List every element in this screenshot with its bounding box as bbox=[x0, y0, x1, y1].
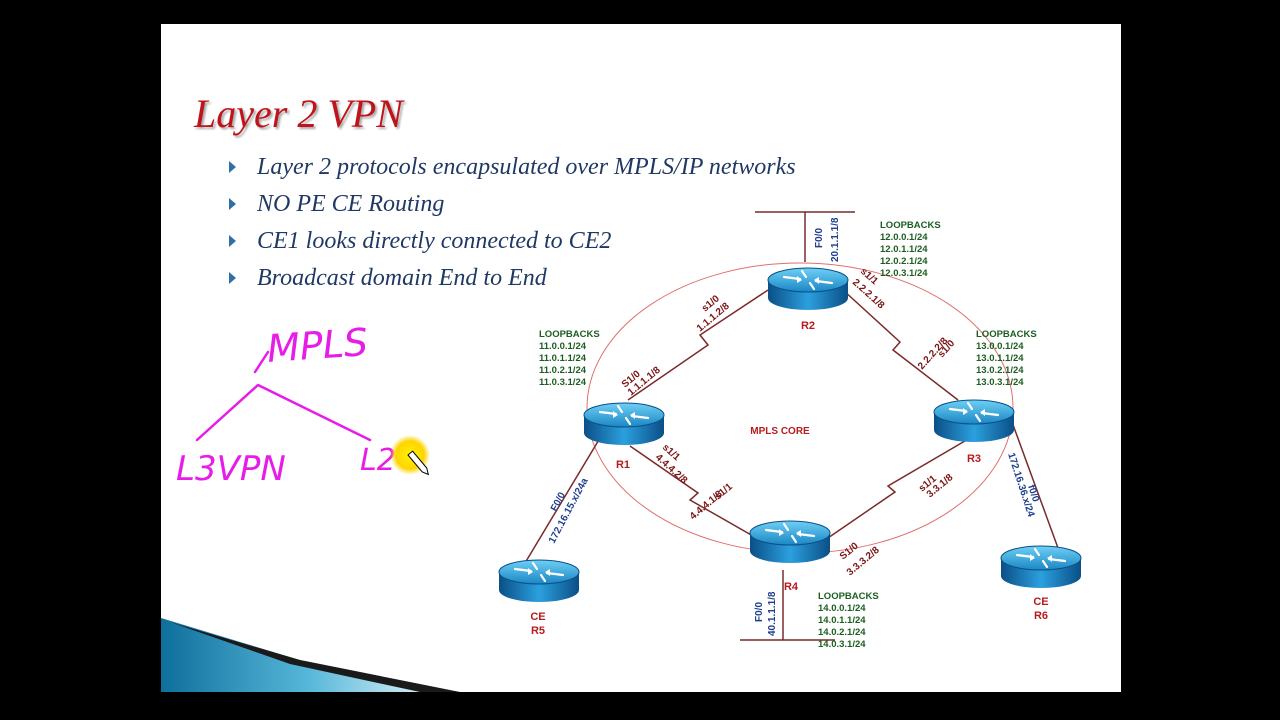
loopback-entry: 12.0.0.1/24 bbox=[880, 232, 928, 243]
router-label: R2 bbox=[801, 320, 815, 332]
loopback-entry: 13.0.2.1/24 bbox=[976, 365, 1024, 376]
loopback-heading: LOOPBACKS bbox=[818, 591, 879, 602]
router-label: R5 bbox=[531, 625, 545, 637]
loopbacks-r4: LOOPBACKS 14.0.0.1/24 14.0.1.1/24 14.0.2… bbox=[818, 591, 879, 650]
bullet-text: Layer 2 protocols encapsulated over MPLS… bbox=[257, 154, 796, 180]
router-label: R4 bbox=[784, 581, 799, 593]
loopbacks-r1: LOOPBACKS 11.0.0.1/24 11.0.1.1/24 11.0.2… bbox=[539, 329, 600, 388]
loopback-entry: 14.0.3.1/24 bbox=[818, 639, 866, 650]
ip-label: 40.1.1.1/8 bbox=[767, 591, 778, 636]
mpls-core-label: MPLS CORE bbox=[750, 426, 810, 437]
loopback-entry: 13.0.1.1/24 bbox=[976, 353, 1024, 364]
router-r6-icon bbox=[999, 544, 1083, 590]
bullet-arrow-icon bbox=[229, 198, 236, 210]
slide: Layer 2 VPN Layer 2 protocols encapsulat… bbox=[161, 24, 1121, 692]
loopback-entry: 13.0.3.1/24 bbox=[976, 377, 1024, 388]
loopback-heading: LOOPBACKS bbox=[976, 329, 1037, 340]
bullet-item: NO PE CE Routing bbox=[229, 189, 796, 226]
loopback-entry: 14.0.1.1/24 bbox=[818, 615, 866, 626]
pen-tree-stem bbox=[253, 350, 270, 374]
bullet-item: CE1 looks directly connected to CE2 bbox=[229, 226, 796, 263]
router-r3-icon bbox=[932, 398, 1016, 444]
pen-tree-lines bbox=[195, 383, 372, 442]
loopback-entry: 11.0.2.1/24 bbox=[539, 365, 587, 376]
interface-label: F0/0 bbox=[814, 228, 825, 248]
link-r3-r6 bbox=[1011, 421, 1059, 549]
bullet-text: CE1 looks directly connected to CE2 bbox=[257, 228, 612, 254]
router-label: R6 bbox=[1034, 610, 1048, 622]
cursor-pen-icon bbox=[407, 450, 430, 476]
loopback-heading: LOOPBACKS bbox=[880, 220, 941, 231]
pen-text-l3vpn: L3VPN bbox=[176, 449, 286, 489]
router-r5-icon bbox=[497, 558, 581, 604]
router-label: R3 bbox=[967, 453, 981, 465]
loopback-entry: 11.0.3.1/24 bbox=[539, 377, 587, 388]
loopbacks-r2: LOOPBACKS 12.0.0.1/24 12.0.1.1/24 12.0.2… bbox=[880, 220, 941, 279]
loopbacks-r3: LOOPBACKS 13.0.0.1/24 13.0.1.1/24 13.0.2… bbox=[976, 329, 1037, 388]
loopback-entry: 13.0.0.1/24 bbox=[976, 341, 1024, 352]
router-role-label: CE bbox=[1033, 596, 1048, 608]
loopback-entry: 12.0.3.1/24 bbox=[880, 268, 928, 279]
slide-decoration bbox=[161, 618, 460, 692]
slide-title: Layer 2 VPN bbox=[194, 91, 403, 136]
bullet-item: Layer 2 protocols encapsulated over MPLS… bbox=[229, 152, 796, 189]
loopback-entry: 14.0.0.1/24 bbox=[818, 603, 866, 614]
bullet-text: NO PE CE Routing bbox=[257, 191, 445, 217]
router-r1-icon bbox=[582, 401, 666, 447]
router-r2-icon bbox=[766, 266, 850, 312]
loopback-entry: 12.0.1.1/24 bbox=[880, 244, 928, 255]
bullet-arrow-icon bbox=[229, 161, 236, 173]
link-r1-r4 bbox=[629, 445, 761, 541]
interface-label: f0/0 bbox=[1025, 484, 1041, 504]
ip-label: 20.1.1.1/8 bbox=[830, 217, 841, 262]
bullet-text: Broadcast domain End to End bbox=[257, 265, 547, 291]
link-r1-r5 bbox=[521, 437, 601, 569]
router-role-label: CE bbox=[530, 611, 545, 623]
bullet-list: Layer 2 protocols encapsulated over MPLS… bbox=[229, 152, 796, 300]
bullet-arrow-icon bbox=[229, 235, 236, 247]
router-label: R1 bbox=[616, 459, 630, 471]
pen-text-l2: L2 bbox=[360, 443, 396, 478]
pen-annotations bbox=[195, 350, 372, 442]
loopback-heading: LOOPBACKS bbox=[539, 329, 600, 340]
video-bottom-bar bbox=[0, 692, 1280, 720]
bullet-arrow-icon bbox=[229, 272, 236, 284]
bullet-item: Broadcast domain End to End bbox=[229, 263, 796, 300]
loopback-entry: 11.0.1.1/24 bbox=[539, 353, 587, 364]
link-r3-r4 bbox=[824, 437, 971, 541]
loopback-entry: 11.0.0.1/24 bbox=[539, 341, 587, 352]
router-r4-icon bbox=[748, 519, 832, 565]
interface-label: F0/0 bbox=[754, 602, 765, 622]
pen-text-mpls: MPLS bbox=[266, 320, 370, 371]
link-r1-r2 bbox=[627, 289, 769, 401]
loopback-entry: 12.0.2.1/24 bbox=[880, 256, 928, 267]
loopback-entry: 14.0.2.1/24 bbox=[818, 627, 866, 638]
link-r2-r3 bbox=[842, 289, 959, 401]
